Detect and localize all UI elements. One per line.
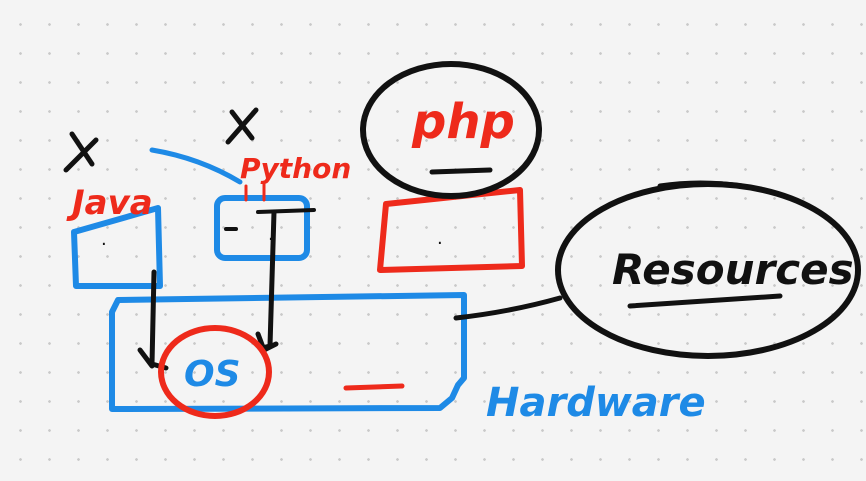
python-cross-mark	[225, 107, 259, 145]
resources-underline	[627, 293, 783, 309]
java-cross-mark	[63, 131, 99, 173]
php-underline	[429, 167, 493, 175]
php-box	[377, 187, 525, 273]
php-label: php	[411, 94, 515, 150]
hardware-label: Hardware	[486, 380, 706, 426]
java-box	[71, 205, 163, 289]
hardware-to-resources-line	[453, 295, 563, 321]
os-circle	[158, 325, 272, 419]
php-box-dot: .	[437, 228, 443, 249]
java-label: Java	[66, 183, 153, 223]
php-circle	[360, 61, 542, 199]
python-label-strokes	[244, 182, 266, 202]
python-to-os-arrow	[255, 209, 279, 353]
resources-top-stroke	[657, 180, 745, 189]
resources-label: Resources	[612, 245, 854, 294]
python-box	[214, 195, 310, 261]
os-label: OS	[184, 354, 241, 395]
blue-arc	[149, 147, 243, 185]
hardware-red-dash	[343, 383, 405, 391]
hardware-box	[109, 292, 467, 412]
python-underline	[256, 208, 316, 214]
java-box-dot: .	[101, 229, 107, 250]
python-label: Python	[240, 152, 351, 185]
